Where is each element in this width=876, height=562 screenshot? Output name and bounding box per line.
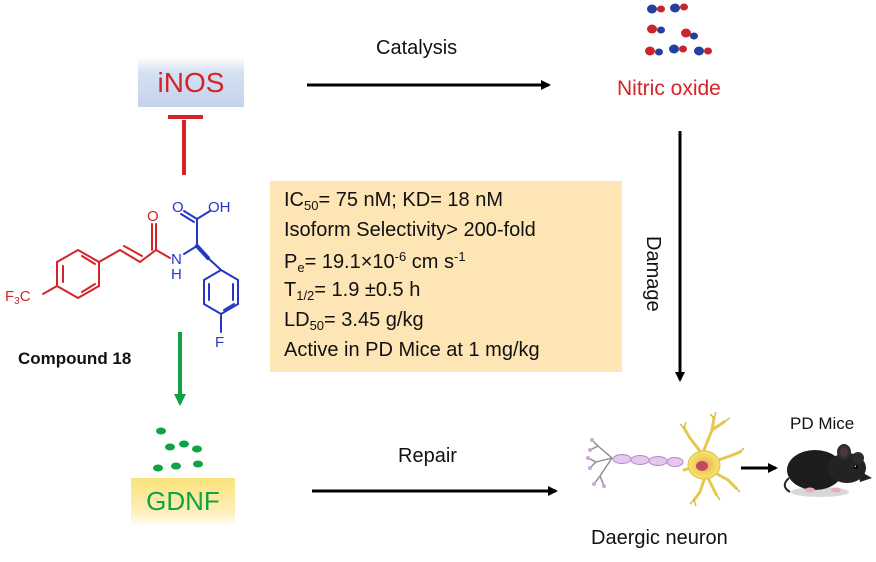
dopaminergic-neuron-illustration [586, 411, 745, 507]
compound-18-structure [42, 210, 239, 333]
pd-mouse-illustration [783, 444, 872, 497]
amide-nitrogen-label: N [171, 251, 182, 268]
ld50-line: LD50= 3.45 g/kg [284, 309, 424, 333]
compound-properties-box: IC50= 75 nM; KD= 18 nM Isoform Selectivi… [270, 181, 622, 372]
hydroxyl-label: OH [208, 199, 231, 216]
daergic-neuron-label: Daergic neuron [591, 527, 728, 549]
pd-mice-activity-line: Active in PD Mice at 1 mg/kg [284, 339, 540, 361]
catalysis-label: Catalysis [376, 37, 458, 59]
repair-label: Repair [398, 445, 457, 467]
gdnf-box: GDNF [131, 478, 235, 524]
carbonyl-oxygen-label: O [147, 208, 159, 225]
fluorine-label: F [215, 334, 225, 351]
gdnf-particles [153, 427, 203, 472]
inhibition-symbol [168, 115, 203, 175]
nitric-oxide-molecules [645, 3, 712, 56]
amide-hydrogen-label: H [171, 266, 182, 283]
damage-label: Damage [642, 236, 664, 312]
nitric-oxide-label: Nitric oxide [617, 77, 721, 100]
inos-label: iNOS [157, 67, 225, 98]
ic50-kd-line: IC50= 75 nM; KD= 18 nM [284, 189, 504, 213]
cf3-group-label: F3C [5, 288, 31, 307]
compound-18-label: Compound 18 [18, 349, 132, 368]
carboxyl-oxygen-label: O [172, 199, 184, 216]
permeability-line: Pe= 19.1×10-6 cm s-1 [284, 249, 466, 275]
isoform-selectivity-line: Isoform Selectivity> 200-fold [284, 219, 536, 241]
pd-mice-label: PD Mice [790, 414, 855, 433]
half-life-line: T1/2= 1.9 ±0.5 h [284, 279, 421, 303]
gdnf-label: GDNF [146, 486, 220, 516]
inos-box: iNOS [138, 57, 244, 107]
